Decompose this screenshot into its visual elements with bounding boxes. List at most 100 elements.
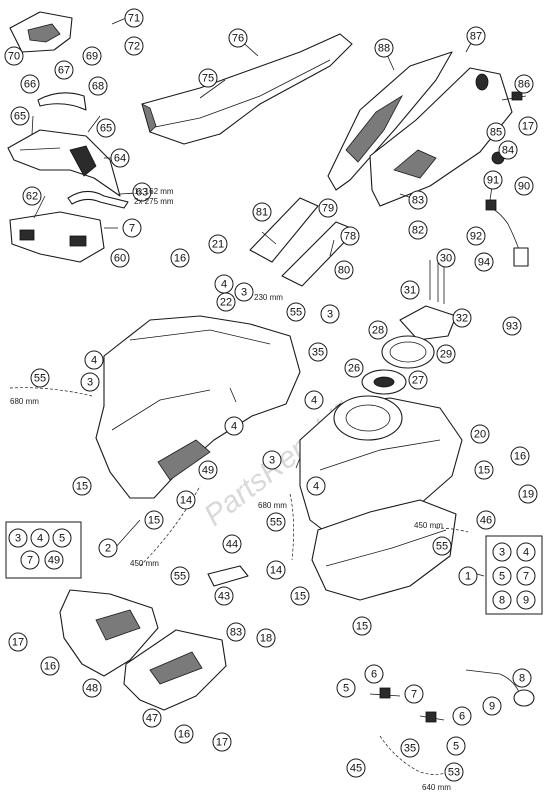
- callout-c32: 32: [452, 308, 472, 328]
- callout-c7b-label: 7: [411, 689, 417, 701]
- radiator-spoiler-left: [59, 589, 159, 677]
- headlight-mask: [7, 129, 121, 197]
- callout-c15b-circle: [72, 476, 92, 496]
- group-right-item-0: 3: [492, 542, 512, 562]
- callout-c3b: 3: [320, 304, 340, 324]
- group-right-item-1-circle: [516, 542, 536, 562]
- callout-c47: 47: [142, 708, 162, 728]
- callout-c3a: 3: [234, 282, 254, 302]
- callout-c35a-circle: [308, 342, 328, 362]
- callout-c65a-label: 65: [14, 111, 26, 123]
- callout-c76-circle: [228, 28, 248, 48]
- callout-c49: 49: [198, 460, 218, 480]
- callout-c22-circle: [216, 292, 236, 312]
- callout-c30-label: 30: [440, 253, 452, 265]
- callout-c28: 28: [368, 320, 388, 340]
- group-right-item-4-label: 8: [499, 595, 505, 607]
- callout-c3d: 3: [262, 450, 282, 470]
- callout-c55d: 55: [432, 536, 452, 556]
- callout-c72-label: 72: [128, 41, 140, 53]
- callout-c63: 63: [132, 182, 152, 202]
- callout-c55e: 55: [170, 566, 190, 586]
- callout-c9-circle: [482, 696, 502, 716]
- callout-c29-circle: [436, 344, 456, 364]
- callout-c3c-label: 3: [87, 377, 93, 389]
- callout-c22-label: 22: [220, 297, 232, 309]
- callout-c26-label: 26: [348, 363, 360, 375]
- group-left-pointer: 2: [98, 538, 118, 558]
- group-right-item-1-label: 4: [523, 547, 529, 559]
- callout-c3a-label: 3: [241, 287, 247, 299]
- group-right-item-3: 7: [516, 566, 536, 586]
- callout-c15c: 15: [144, 510, 164, 530]
- note-680-mid: 680 mm: [258, 501, 287, 510]
- callout-c65b-label: 65: [100, 123, 112, 135]
- front-number-plate: [9, 11, 73, 53]
- callout-c7b-circle: [404, 684, 424, 704]
- spoiler-strip: [37, 92, 87, 111]
- callout-c6a-label: 6: [371, 669, 377, 681]
- callout-c15b-label: 15: [76, 481, 88, 493]
- callout-c44-circle: [222, 534, 242, 554]
- group-right-pointer: 1: [458, 566, 478, 586]
- callout-c78-label: 78: [344, 231, 356, 243]
- callout-c66: 66: [20, 74, 40, 94]
- fuel-tank-left-half: [95, 315, 301, 499]
- callout-c55b-label: 55: [34, 373, 46, 385]
- callout-c65b-circle: [96, 118, 116, 138]
- callout-c5a-circle: [336, 678, 356, 698]
- callout-c17a-circle: [518, 116, 538, 136]
- callout-c29-label: 29: [440, 349, 452, 361]
- callout-c4c-label: 4: [231, 421, 237, 433]
- fuel-tank-lower: [311, 499, 457, 601]
- callout-c67-label: 67: [58, 65, 70, 77]
- callout-c4b-label: 4: [91, 355, 97, 367]
- group-right-item-2-circle: [492, 566, 512, 586]
- callout-c28-label: 28: [372, 325, 384, 337]
- callout-c3d-circle: [262, 450, 282, 470]
- callout-c27-label: 27: [412, 375, 424, 387]
- group-left-item-1-label: 4: [37, 533, 43, 545]
- fuel-tank-right-half: [299, 395, 463, 541]
- callout-c62-label: 62: [26, 191, 38, 203]
- callout-c64-circle: [110, 148, 130, 168]
- callout-c72-circle: [124, 36, 144, 56]
- right-side-panel: [369, 67, 513, 207]
- callout-c70-circle: [4, 46, 24, 66]
- group-left-item-4-circle: [44, 550, 64, 570]
- callout-c65a-circle: [10, 106, 30, 126]
- callout-c87: 87: [466, 26, 486, 46]
- callout-c16b: 16: [510, 446, 530, 466]
- callout-c69-label: 69: [86, 51, 98, 63]
- callout-c94-label: 94: [478, 257, 490, 269]
- group-left-item-4-label: 49: [48, 555, 60, 567]
- callout-c20-circle: [470, 424, 490, 444]
- note-162: 1x 162 mm: [134, 187, 174, 196]
- callout-c88: 88: [374, 38, 394, 58]
- group-left-pointer-label: 2: [105, 543, 111, 555]
- callout-c75-label: 75: [202, 73, 214, 85]
- callout-c55e-label: 55: [174, 571, 186, 583]
- callout-c4e: 4: [306, 476, 326, 496]
- callout-c5a-label: 5: [343, 683, 349, 695]
- callout-c4d-label: 4: [311, 395, 317, 407]
- callout-c85: 85: [486, 122, 506, 142]
- group-left-item-0-circle: [8, 528, 28, 548]
- callout-c18-label: 18: [260, 633, 272, 645]
- callout-c8: 8: [512, 668, 532, 688]
- seat: [141, 33, 353, 145]
- callout-c7a-circle: [122, 218, 142, 238]
- callout-c55d-label: 55: [436, 541, 448, 553]
- hose-450-left: [139, 485, 201, 567]
- callout-c68: 68: [88, 76, 108, 96]
- callout-c44-label: 44: [226, 539, 238, 551]
- callout-c17c-circle: [212, 732, 232, 752]
- group-left-item-3: 7: [20, 550, 40, 570]
- group-right-item-2: 5: [492, 566, 512, 586]
- callout-c82-label: 82: [412, 225, 424, 237]
- callout-c6b: 6: [452, 706, 472, 726]
- callout-c48-label: 48: [86, 683, 98, 695]
- callout-c15a-label: 15: [478, 465, 490, 477]
- callout-c94-circle: [474, 252, 494, 272]
